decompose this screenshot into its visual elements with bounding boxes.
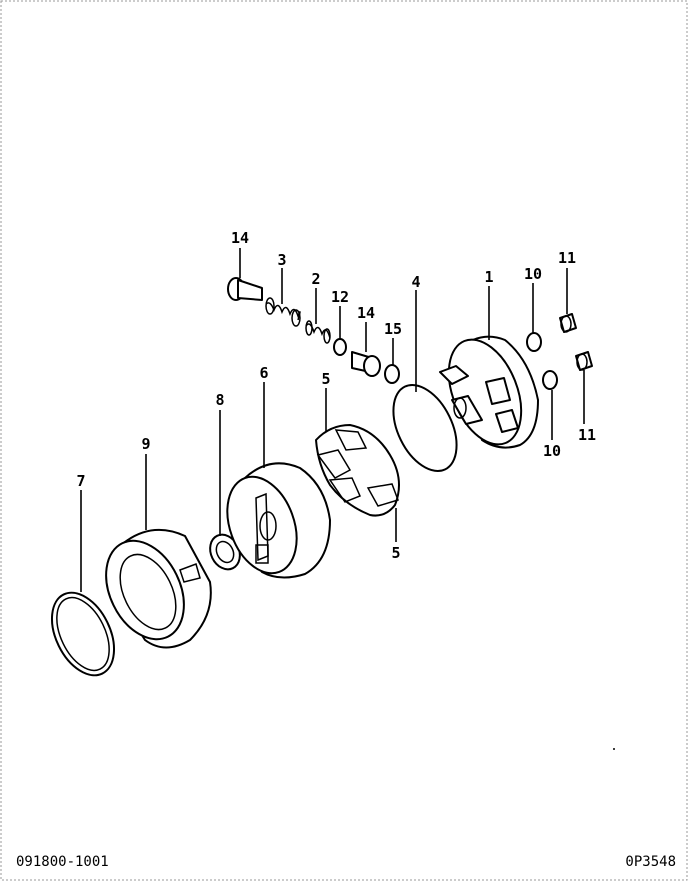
drawing-number: 091800-1001 [16,854,109,870]
callout-12: 12 [331,288,349,306]
part-2-spring [305,320,331,344]
part-3-spring [265,297,301,327]
callout-10-upper: 10 [524,265,542,283]
part-6-hub [226,462,331,579]
callout-8: 8 [215,391,224,409]
leader-lines [80,248,585,592]
part-11-screw-upper [559,313,577,333]
callout-6: 6 [259,364,268,382]
part-7-ring [51,591,115,677]
part-14-bolt-upper [227,277,263,301]
callout-5-lower: 5 [391,544,400,562]
callout-10-lower: 10 [543,442,561,460]
callout-11-lower: 11 [578,426,596,444]
part-10-washer-lower [542,370,558,390]
part-12-washer [333,338,347,356]
callout-9: 9 [141,435,150,453]
part-5-spider [315,424,400,517]
part-1-cover-plate [439,335,539,449]
part-9-sleeve [105,529,212,649]
callout-15: 15 [384,320,402,338]
stray-dot [613,748,615,750]
part-14-pin-lower [351,351,381,377]
part-11-screw-lower [575,351,593,371]
callout-4: 4 [411,273,420,291]
callout-11-upper: 11 [558,249,576,267]
callout-14-upper: 14 [231,229,249,247]
part-15-seal [384,364,400,384]
part-10-washer-upper [526,332,542,352]
callout-5-upper: 5 [321,370,330,388]
page-code: 0P3548 [625,854,676,870]
part-8-bushing [209,533,241,571]
callout-14-lower: 14 [357,304,375,322]
callout-1: 1 [484,268,493,286]
callout-2: 2 [311,270,320,288]
callout-3: 3 [277,251,286,269]
part-4-o-ring [392,383,458,473]
callout-7: 7 [76,472,85,490]
